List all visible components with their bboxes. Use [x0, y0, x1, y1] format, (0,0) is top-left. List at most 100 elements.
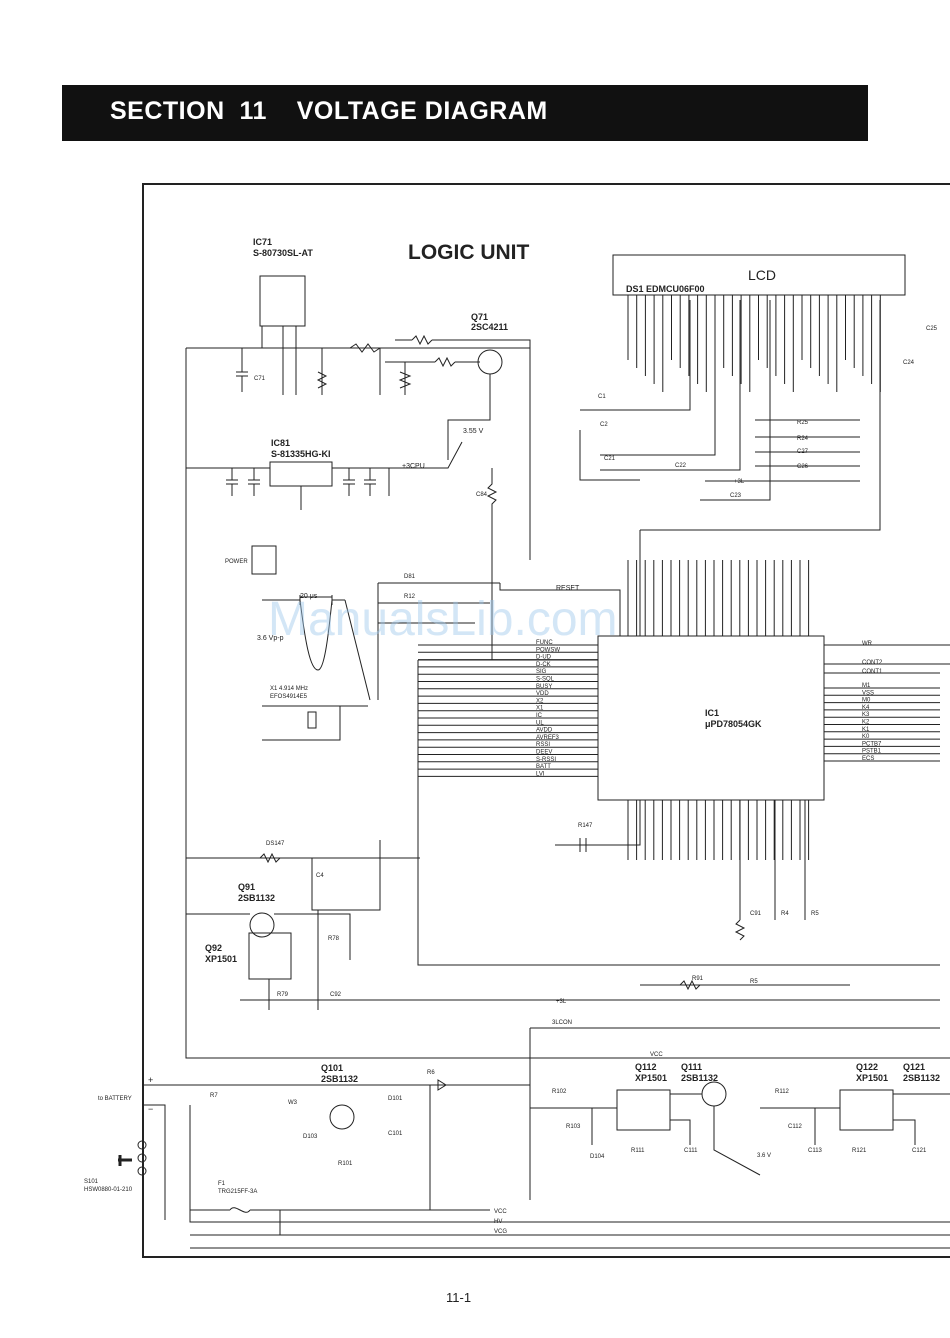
ic1-left-signal-label: FUNC	[536, 640, 553, 646]
q122-ref: Q122	[856, 1062, 878, 1072]
ic1-left-signal-label: X2	[536, 698, 544, 704]
ic1-left-signal-label: VDD	[536, 691, 549, 697]
net-vcc: VCC	[650, 1052, 663, 1058]
c91-label: C92	[330, 992, 342, 998]
ic1-left-signal-label: IC	[536, 713, 543, 719]
ic1-right-signal-label: PSTB1	[862, 749, 882, 755]
q112-part: XP1501	[635, 1073, 667, 1083]
r111-label: R102	[552, 1089, 567, 1095]
ic1-ref: IC1	[705, 708, 719, 718]
r147-label: C25	[926, 326, 938, 332]
net-3l: +3L	[556, 999, 567, 1005]
ic1-right-signal-label: M1	[862, 683, 871, 689]
net-reset: RESET	[556, 585, 580, 592]
ic71-part: S-80730SL-AT	[253, 248, 313, 258]
q112-ref: Q112	[635, 1062, 657, 1072]
power-switch[interactable]	[251, 545, 277, 575]
q112-body	[616, 1089, 671, 1131]
q111-part: 2SB1132	[681, 1073, 718, 1083]
r6-label: R4	[781, 911, 789, 917]
ic81-part: S-81335HG-KI	[271, 449, 331, 459]
r4-label: R91	[692, 976, 704, 982]
q101-ref: Q101	[321, 1063, 343, 1073]
q71-symbol	[477, 349, 503, 375]
x1-ref: X1 4.914 MHz	[270, 686, 308, 692]
r102-label: C101	[388, 1131, 403, 1137]
lcd-label: LCD	[748, 267, 776, 283]
voltage-3-6: 3.6 V	[757, 1153, 771, 1159]
q92-body	[248, 932, 292, 980]
voltage-3-55: 3.55 V	[463, 428, 484, 435]
ic1-right-signal-label: K2	[862, 720, 870, 726]
ic1-bottom-pins	[627, 800, 810, 860]
c113-label: C111	[684, 1148, 698, 1154]
r24-label: C23	[730, 493, 742, 499]
c4-label: R147	[578, 823, 593, 829]
section-title: SECTION 11 VOLTAGE DIAGRAM	[110, 97, 548, 125]
r78-label: DS147	[266, 841, 285, 847]
waveform-amplitude: 3.6 Vp-p	[257, 635, 284, 642]
net-cont1: CONT1	[862, 669, 883, 675]
ic1-left-signal-label: AVREF3	[536, 735, 560, 741]
c122-label: R121	[852, 1148, 867, 1154]
r13-label: R12	[404, 594, 416, 600]
net-3l-top: +3L	[734, 479, 745, 485]
c111-label: R103	[566, 1124, 581, 1130]
c92-label: R78	[328, 936, 340, 942]
r7-label: R5	[811, 911, 819, 917]
waveform-trace	[262, 599, 345, 671]
r12-label: C84	[476, 492, 488, 498]
f1-ref: F1	[218, 1181, 226, 1187]
ic1-left-signal-label: DEEV	[536, 750, 552, 756]
minus-sign: −	[148, 1104, 153, 1114]
f1-fuse	[229, 1207, 251, 1213]
power-switch-label: POWER	[225, 559, 248, 565]
d101-label: R6	[427, 1070, 435, 1076]
watermark: ManualsLib.com	[268, 593, 618, 646]
q92-part: XP1501	[205, 954, 237, 964]
ic1-left-signal-label: RSSI	[536, 742, 550, 748]
d104-label: R101	[338, 1161, 353, 1167]
ic1-right-signal-label: K0	[862, 734, 870, 740]
s101-ref: S101	[84, 1179, 99, 1185]
ic1-top-pins	[627, 560, 810, 636]
ic1-left-signal-label: S-SQL	[536, 677, 555, 683]
ic1-left-signal-label: D-CK	[536, 662, 551, 668]
ic1-right-signal-label: PCTB7	[862, 741, 882, 747]
x1-part: EFOS4914E5	[270, 694, 308, 700]
c123-label: C121	[912, 1148, 927, 1154]
r79-label: C4	[316, 873, 324, 879]
q121-part: 2SB1132	[903, 1073, 940, 1083]
ic71-ref: IC71	[253, 237, 272, 247]
c24-label: C26	[797, 464, 809, 470]
net-vcc-bottom: VCC	[494, 1209, 507, 1215]
c101-label: R7	[210, 1093, 218, 1099]
ic81-ref: IC81	[271, 438, 290, 448]
c71-label: C71	[254, 376, 266, 382]
r5-label: C91	[750, 911, 762, 917]
c22-label: C2	[600, 422, 608, 428]
battery-label: to BATTERY	[98, 1096, 132, 1102]
s101-part: HSW0880-01-210	[84, 1187, 133, 1193]
q101-symbol	[329, 1104, 355, 1130]
r91-label: R79	[277, 992, 289, 998]
q91-part: 2SB1132	[238, 893, 275, 903]
r121-label: R112	[775, 1089, 790, 1095]
ic1-left-signal-label: UL	[536, 720, 544, 726]
battery-connector	[118, 1155, 132, 1166]
schematic-frame	[142, 183, 950, 1258]
f1-part: TRG215FF-3A	[218, 1189, 257, 1195]
ic1-left-signal-label: BATT	[536, 764, 551, 770]
c26-label: R24	[797, 436, 809, 442]
ic1-left-signal-label: AVDD	[536, 728, 553, 734]
ic1-left-signal-label: POWSW	[536, 647, 560, 653]
ic1-right-signal-label: M0	[862, 698, 871, 704]
ic1-right-signal-label: ECS	[862, 756, 874, 762]
net-3lcon: 3LCON	[552, 1020, 572, 1026]
net-3cpu: +3CPU	[402, 463, 425, 470]
ic1-left-signal-label: X1	[536, 706, 544, 712]
r101-label: D101	[388, 1096, 403, 1102]
r112-label: D104	[590, 1154, 605, 1160]
